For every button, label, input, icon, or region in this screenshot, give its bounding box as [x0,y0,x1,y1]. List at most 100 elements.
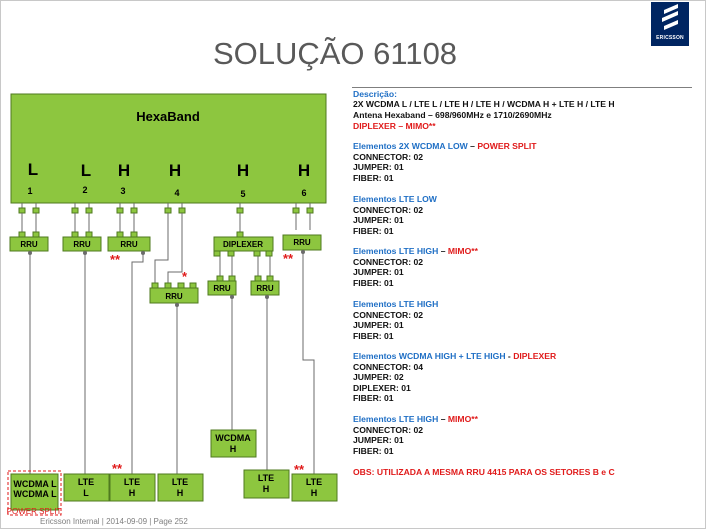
element-group-3-title: Elementos LTE HIGH – MIMO** [353,246,478,256]
mimo-marker-3: ** [112,461,123,476]
port-label-2: 2 [82,185,87,195]
port-label-6: 6 [301,188,306,198]
element-group-2-line-2: JUMPER: 01 [353,215,404,226]
rru-1 [9,236,49,252]
element-group-3-line-3: FIBER: 01 [353,277,394,288]
antenna-wcdma-h-name: WCDMA [215,433,251,443]
mimo-marker-4: ** [294,462,305,477]
element-group-6-title: Elementos LTE HIGH – MIMO** [353,414,478,424]
description-heading: Descrição: [353,89,397,99]
port-label-3: 3 [120,186,125,196]
antenna-lte-h-4-name: LTE [306,477,322,487]
ericsson-logo: ERICSSON [651,2,689,46]
element-group-2: Elementos LTE LOW CONNECTOR: 02 JUMPER: … [353,194,437,236]
rru-6 [282,234,322,251]
antenna-lte-h-3 [243,469,290,499]
rru-1-label: RRU [20,240,38,249]
power-split-label: POWER SPLIT [7,507,62,516]
rru-2-label: RRU [73,240,91,249]
element-group-6-line-1: CONNECTOR: 02 [353,424,424,435]
rru-3 [107,236,151,252]
element-group-5: Elementos WCDMA HIGH + LTE HIGH - DIPLEX… [353,351,556,404]
element-group-1-line-2: JUMPER: 01 [353,162,404,173]
antenna-connectors [18,203,314,214]
antenna-lte-h-4 [291,473,338,502]
rru-6-label: RRU [293,238,311,247]
rru-4 [149,287,199,304]
antenna-lte-l-name: LTE [78,477,94,487]
element-group-4-title: Elementos LTE HIGH [353,299,439,309]
band-label-4: H [169,161,181,180]
element-group-4: Elementos LTE HIGH CONNECTOR: 02 JUMPER:… [353,299,438,341]
antenna-lte-h-1 [109,473,156,502]
element-group-3: Elementos LTE HIGH – MIMO** CONNECTOR: 0… [353,246,478,288]
antenna-lte-h-1-band: H [129,488,136,498]
rru-5b-label: RRU [256,284,274,293]
element-group-4-line-1: CONNECTOR: 02 [353,309,424,320]
element-group-5-line-1: CONNECTOR: 04 [353,361,424,372]
antenna-lte-h-2 [157,473,204,502]
antenna-wcdma-l-line2: WCDMA L [13,489,57,499]
antenna-wcdma-l-line1: WCDMA L [13,479,57,489]
footer: Ericsson Internal | 2014-09-09 | Page 25… [40,517,188,526]
obs-note: OBS: UTILIZADA A MESMA RRU 4415 PARA OS … [353,467,615,477]
element-group-3-line-1: CONNECTOR: 02 [353,256,424,267]
logo-text: ERICSSON [656,35,684,41]
diplexer-label: DIPLEXER [223,240,263,249]
band-label-1: L [28,160,38,179]
antenna-wcdma-h-band: H [230,444,237,454]
rru-2 [62,236,102,252]
element-group-2-line-1: CONNECTOR: 02 [353,204,424,215]
feeder-lines [28,250,315,474]
element-group-1-line-1: CONNECTOR: 02 [353,151,424,162]
title-rule [352,87,692,88]
antenna-lte-l [63,473,110,502]
element-group-5-title: Elementos WCDMA HIGH + LTE HIGH - DIPLEX… [353,351,557,361]
antenna-lte-h-1-name: LTE [124,477,140,487]
antenna-lte-h-3-band: H [263,484,270,494]
port-label-4: 4 [174,188,179,198]
element-group-1: Elementos 2X WCDMA LOW – POWER SPLIT CON… [353,141,537,183]
element-group-4-line-3: FIBER: 01 [353,330,394,341]
port-label-5: 5 [240,189,245,199]
description-line-2: Antena Hexaband – 698/960MHz e 1710/2690… [353,110,552,120]
mimo-marker-2: ** [283,251,294,266]
rru-5b [250,280,280,296]
element-group-6-line-2: JUMPER: 01 [353,435,404,446]
element-group-6: Elementos LTE HIGH – MIMO** CONNECTOR: 0… [353,414,478,456]
antenna-lte-l-band: L [83,488,89,498]
element-group-5-line-2: JUMPER: 02 [353,372,404,383]
diplexer [213,236,274,252]
port-label-1: 1 [27,186,32,196]
antenna-lte-h-4-band: H [311,488,318,498]
power-split-outline [7,470,62,516]
element-group-5-line-3: DIPLEXER: 01 [353,382,411,393]
antenna-lte-h-2-name: LTE [172,477,188,487]
band-label-5: H [237,161,249,180]
description-line-1: 2X WCDMA L / LTE L / LTE H / LTE H / WCD… [353,99,615,109]
mimo-marker-1: ** [110,252,121,267]
element-group-2-title: Elementos LTE LOW [353,194,437,204]
hexaband-antenna [10,93,327,204]
rru-5a [207,280,237,296]
band-label-2: L [81,161,91,180]
antenna-lte-h-3-name: LTE [258,473,274,483]
element-group-4-line-2: JUMPER: 01 [353,320,404,331]
description-line-3: DIPLEXER – MIMO** [353,121,436,131]
element-group-1-title: Elementos 2X WCDMA LOW – POWER SPLIT [353,141,537,151]
element-group-1-line-3: FIBER: 01 [353,172,394,183]
band-label-3: H [118,161,130,180]
element-group-2-line-3: FIBER: 01 [353,225,394,236]
hexaband-label: HexaBand [136,109,200,124]
rru-4-label: RRU [165,292,183,301]
element-group-6-line-3: FIBER: 01 [353,445,394,456]
rru-5a-label: RRU [213,284,231,293]
ericsson-logo-icon [662,4,678,30]
antenna-wcdma-l [10,473,59,511]
antenna-lte-h-2-band: H [177,488,184,498]
single-star-marker: * [182,269,188,284]
element-group-3-line-2: JUMPER: 01 [353,267,404,278]
element-group-5-line-4: FIBER: 01 [353,393,394,404]
